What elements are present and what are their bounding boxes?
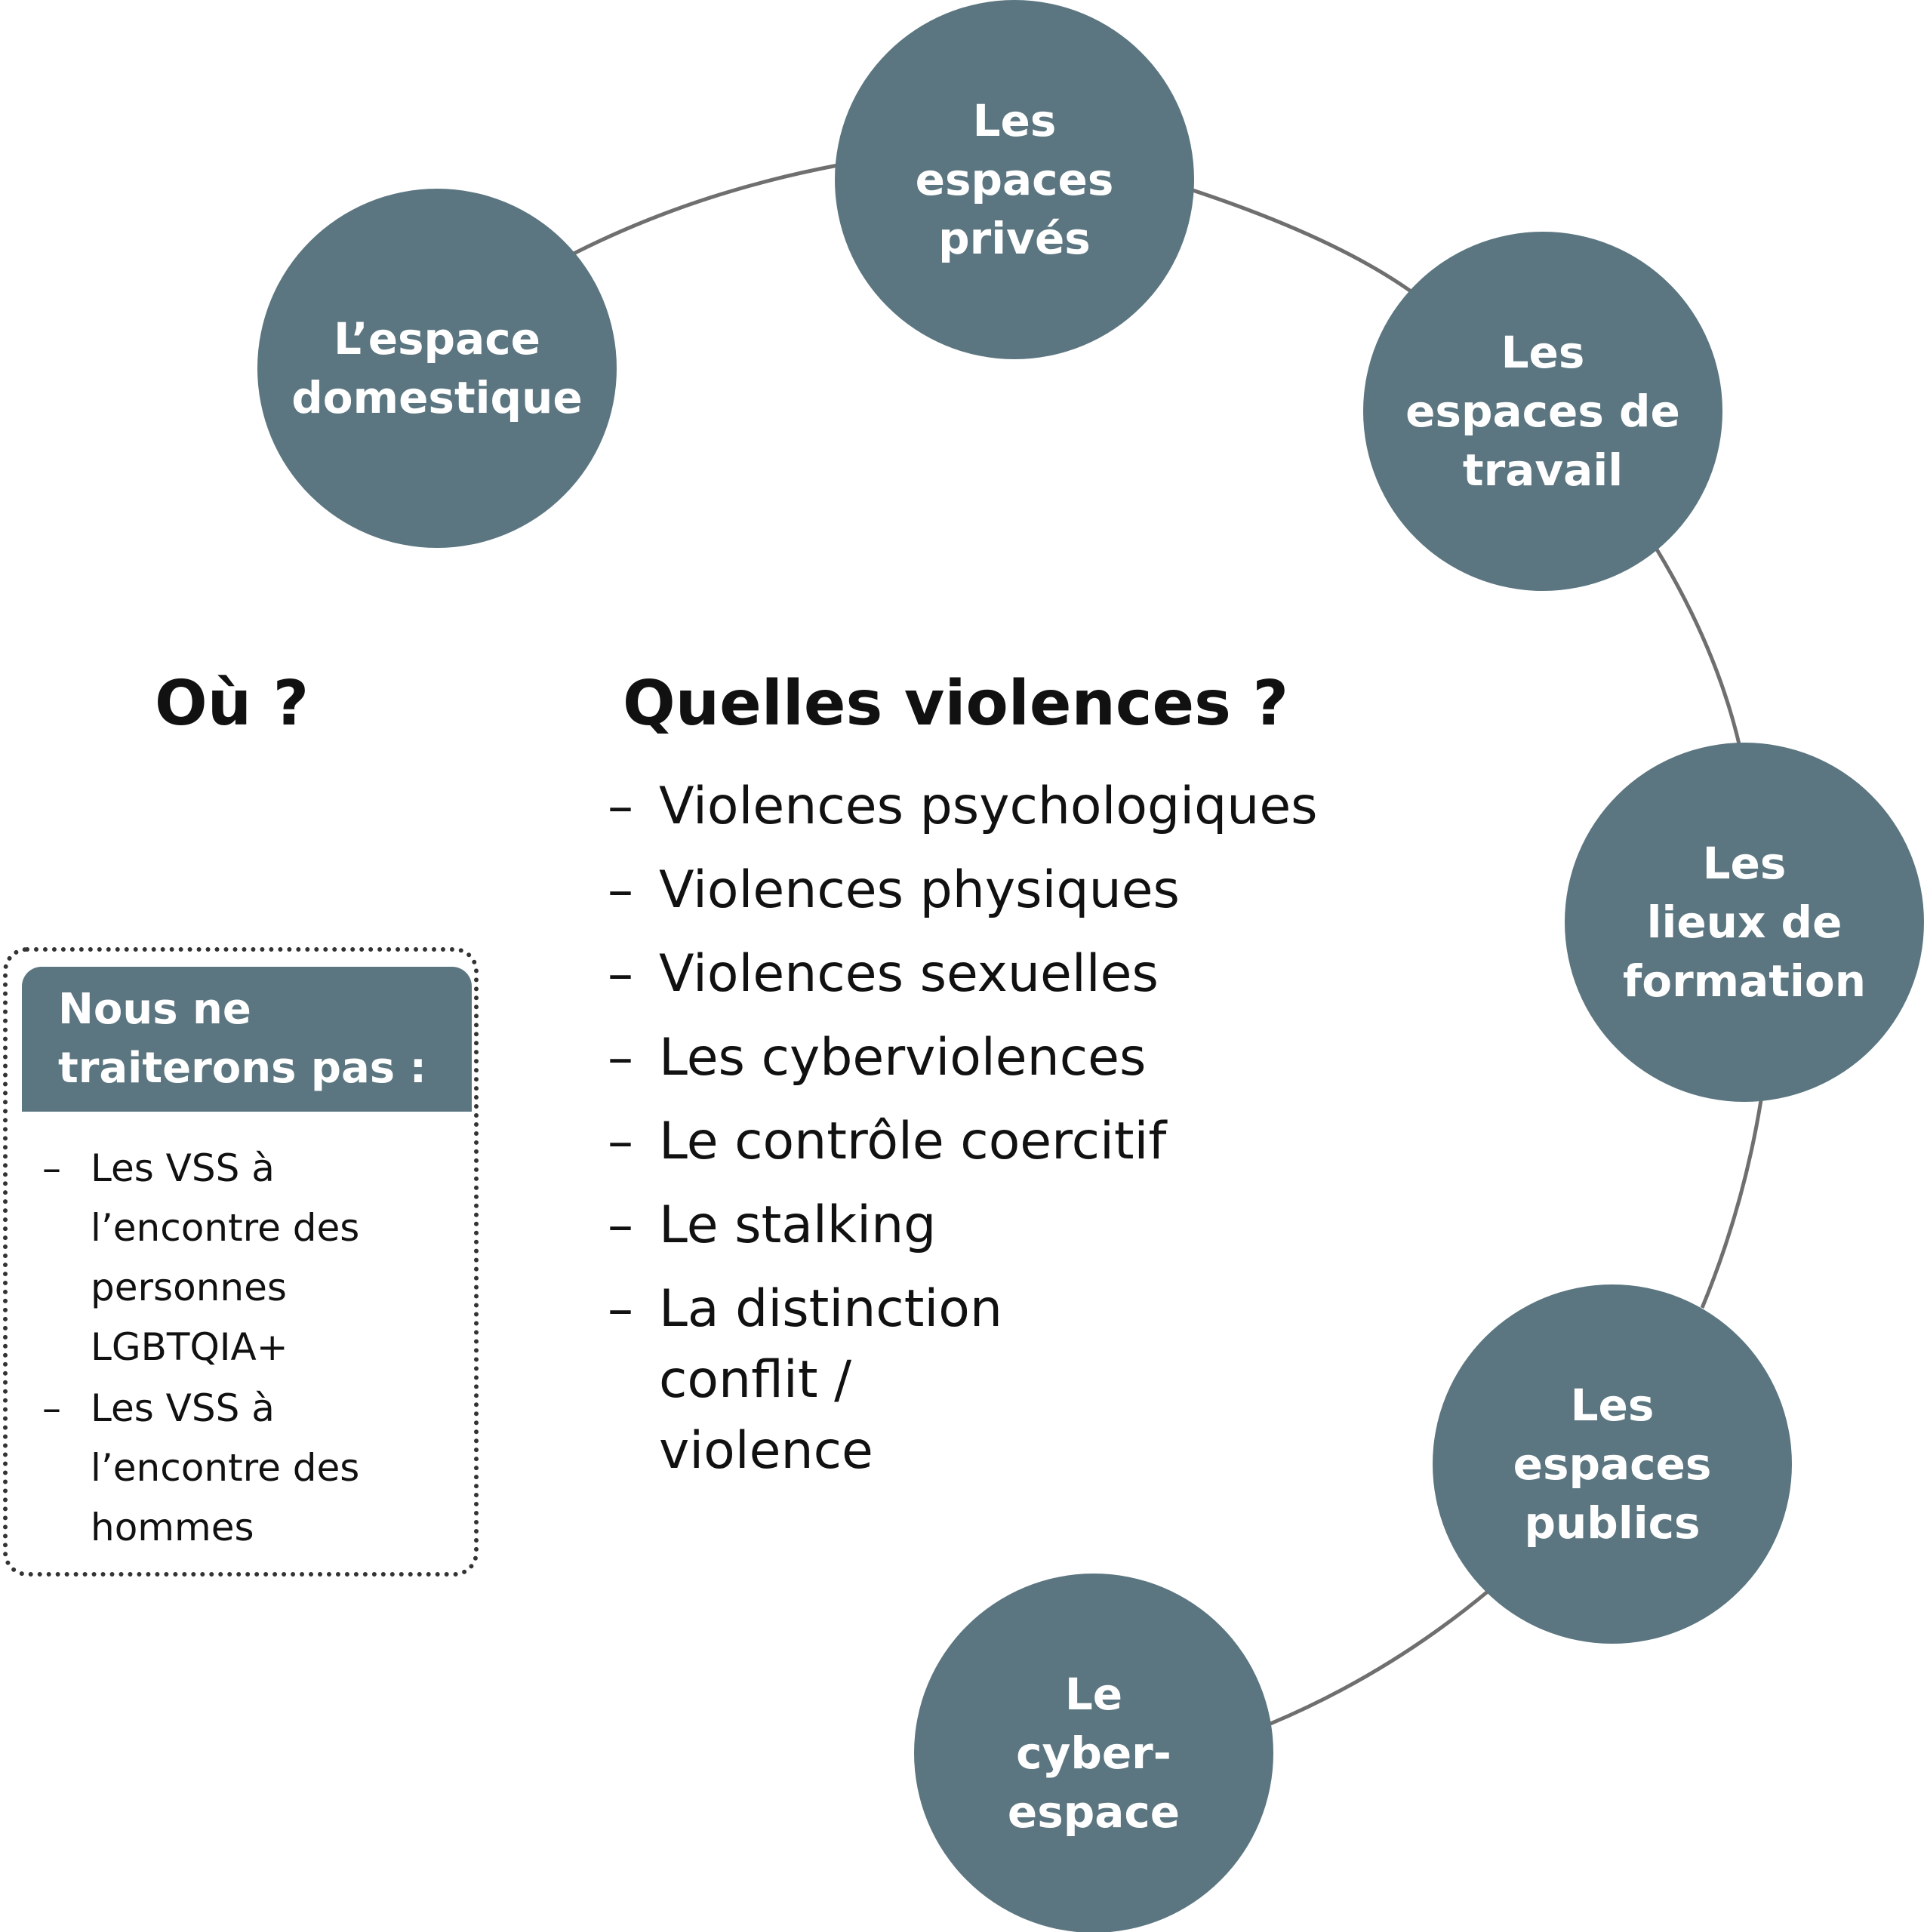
place-label-line: publics	[1525, 1497, 1701, 1549]
place-label: Les lieux de formation	[1623, 838, 1866, 1007]
connector-formation-publics	[1700, 1100, 1763, 1309]
exclusion-item: Les VSS à l’encontre des personnes LGBTQ…	[42, 1139, 465, 1377]
place-circle	[914, 1574, 1273, 1932]
place-circle	[1363, 232, 1722, 591]
place-node-publics: Les espaces publics	[1433, 1284, 1792, 1644]
place-label-line: espaces de	[1405, 386, 1680, 437]
place-label-line: Les	[973, 95, 1057, 146]
place-label-line: espace	[1008, 1786, 1180, 1838]
place-node-travail: Les espaces de travail	[1363, 232, 1722, 591]
connector-prives-travail	[1192, 188, 1415, 295]
place-node-formation: Les lieux de formation	[1565, 743, 1924, 1102]
exclusion-item: Les VSS à l’encontre des hommes	[42, 1379, 465, 1558]
violence-list: Violences psychologiques Violences physi…	[608, 771, 1318, 1500]
place-label: Les espaces privés	[916, 95, 1114, 264]
place-label-line: domestique	[291, 372, 582, 423]
exclusion-box: Nous ne traiterons pas : Les VSS à l’enc…	[3, 947, 479, 1577]
place-circle	[257, 189, 617, 548]
connector-domestique-prives	[572, 163, 839, 256]
place-label: Le cyber-espace	[1008, 1669, 1180, 1838]
place-label: L’espace domestique	[291, 313, 582, 423]
violence-item: Les cyberviolences	[608, 1023, 1318, 1094]
violence-item: La distinction conflit / violence	[608, 1274, 1051, 1487]
place-label: Les espaces publics	[1513, 1380, 1712, 1549]
place-label-line: Les	[1571, 1380, 1655, 1431]
violence-item: Violences physiques	[608, 855, 1318, 926]
place-label-line: espaces	[916, 154, 1114, 205]
connector-travail-formation	[1655, 548, 1742, 748]
place-label-line: Les	[1501, 327, 1585, 378]
violence-item: Violences psychologiques	[608, 771, 1318, 842]
place-label-line: privés	[938, 213, 1091, 264]
place-node-prives: Les espaces privés	[835, 0, 1194, 359]
violence-item: Violences sexuelles	[608, 939, 1318, 1010]
place-label-line: formation	[1623, 955, 1866, 1007]
exclusion-list: Les VSS à l’encontre des personnes LGBTQ…	[42, 1139, 465, 1558]
where-heading: Où ?	[155, 668, 309, 740]
place-label-line: lieux de	[1647, 897, 1842, 948]
place-label-line: Les	[1703, 838, 1787, 889]
place-circle	[1433, 1284, 1792, 1644]
violence-item: Le contrôle coercitif	[608, 1106, 1318, 1177]
place-circle	[835, 0, 1194, 359]
violence-item: Le stalking	[608, 1190, 1318, 1261]
place-node-cyber: Le cyber-espace	[914, 1574, 1273, 1932]
place-circle	[1565, 743, 1924, 1102]
place-label-line: Le	[1065, 1669, 1122, 1720]
place-node-domestique: L’espace domestique	[257, 189, 617, 548]
exclusion-title: Nous ne traiterons pas :	[22, 967, 472, 1112]
connector-publics-cyber	[1270, 1589, 1490, 1726]
place-label-line: L’espace	[334, 313, 540, 365]
what-heading: Quelles violences ?	[623, 668, 1289, 740]
place-label-line: espaces	[1513, 1438, 1712, 1490]
place-label-line: travail	[1463, 445, 1623, 496]
place-label: Les espaces de travail	[1405, 327, 1680, 496]
place-label-line: cyber-	[1016, 1727, 1171, 1779]
